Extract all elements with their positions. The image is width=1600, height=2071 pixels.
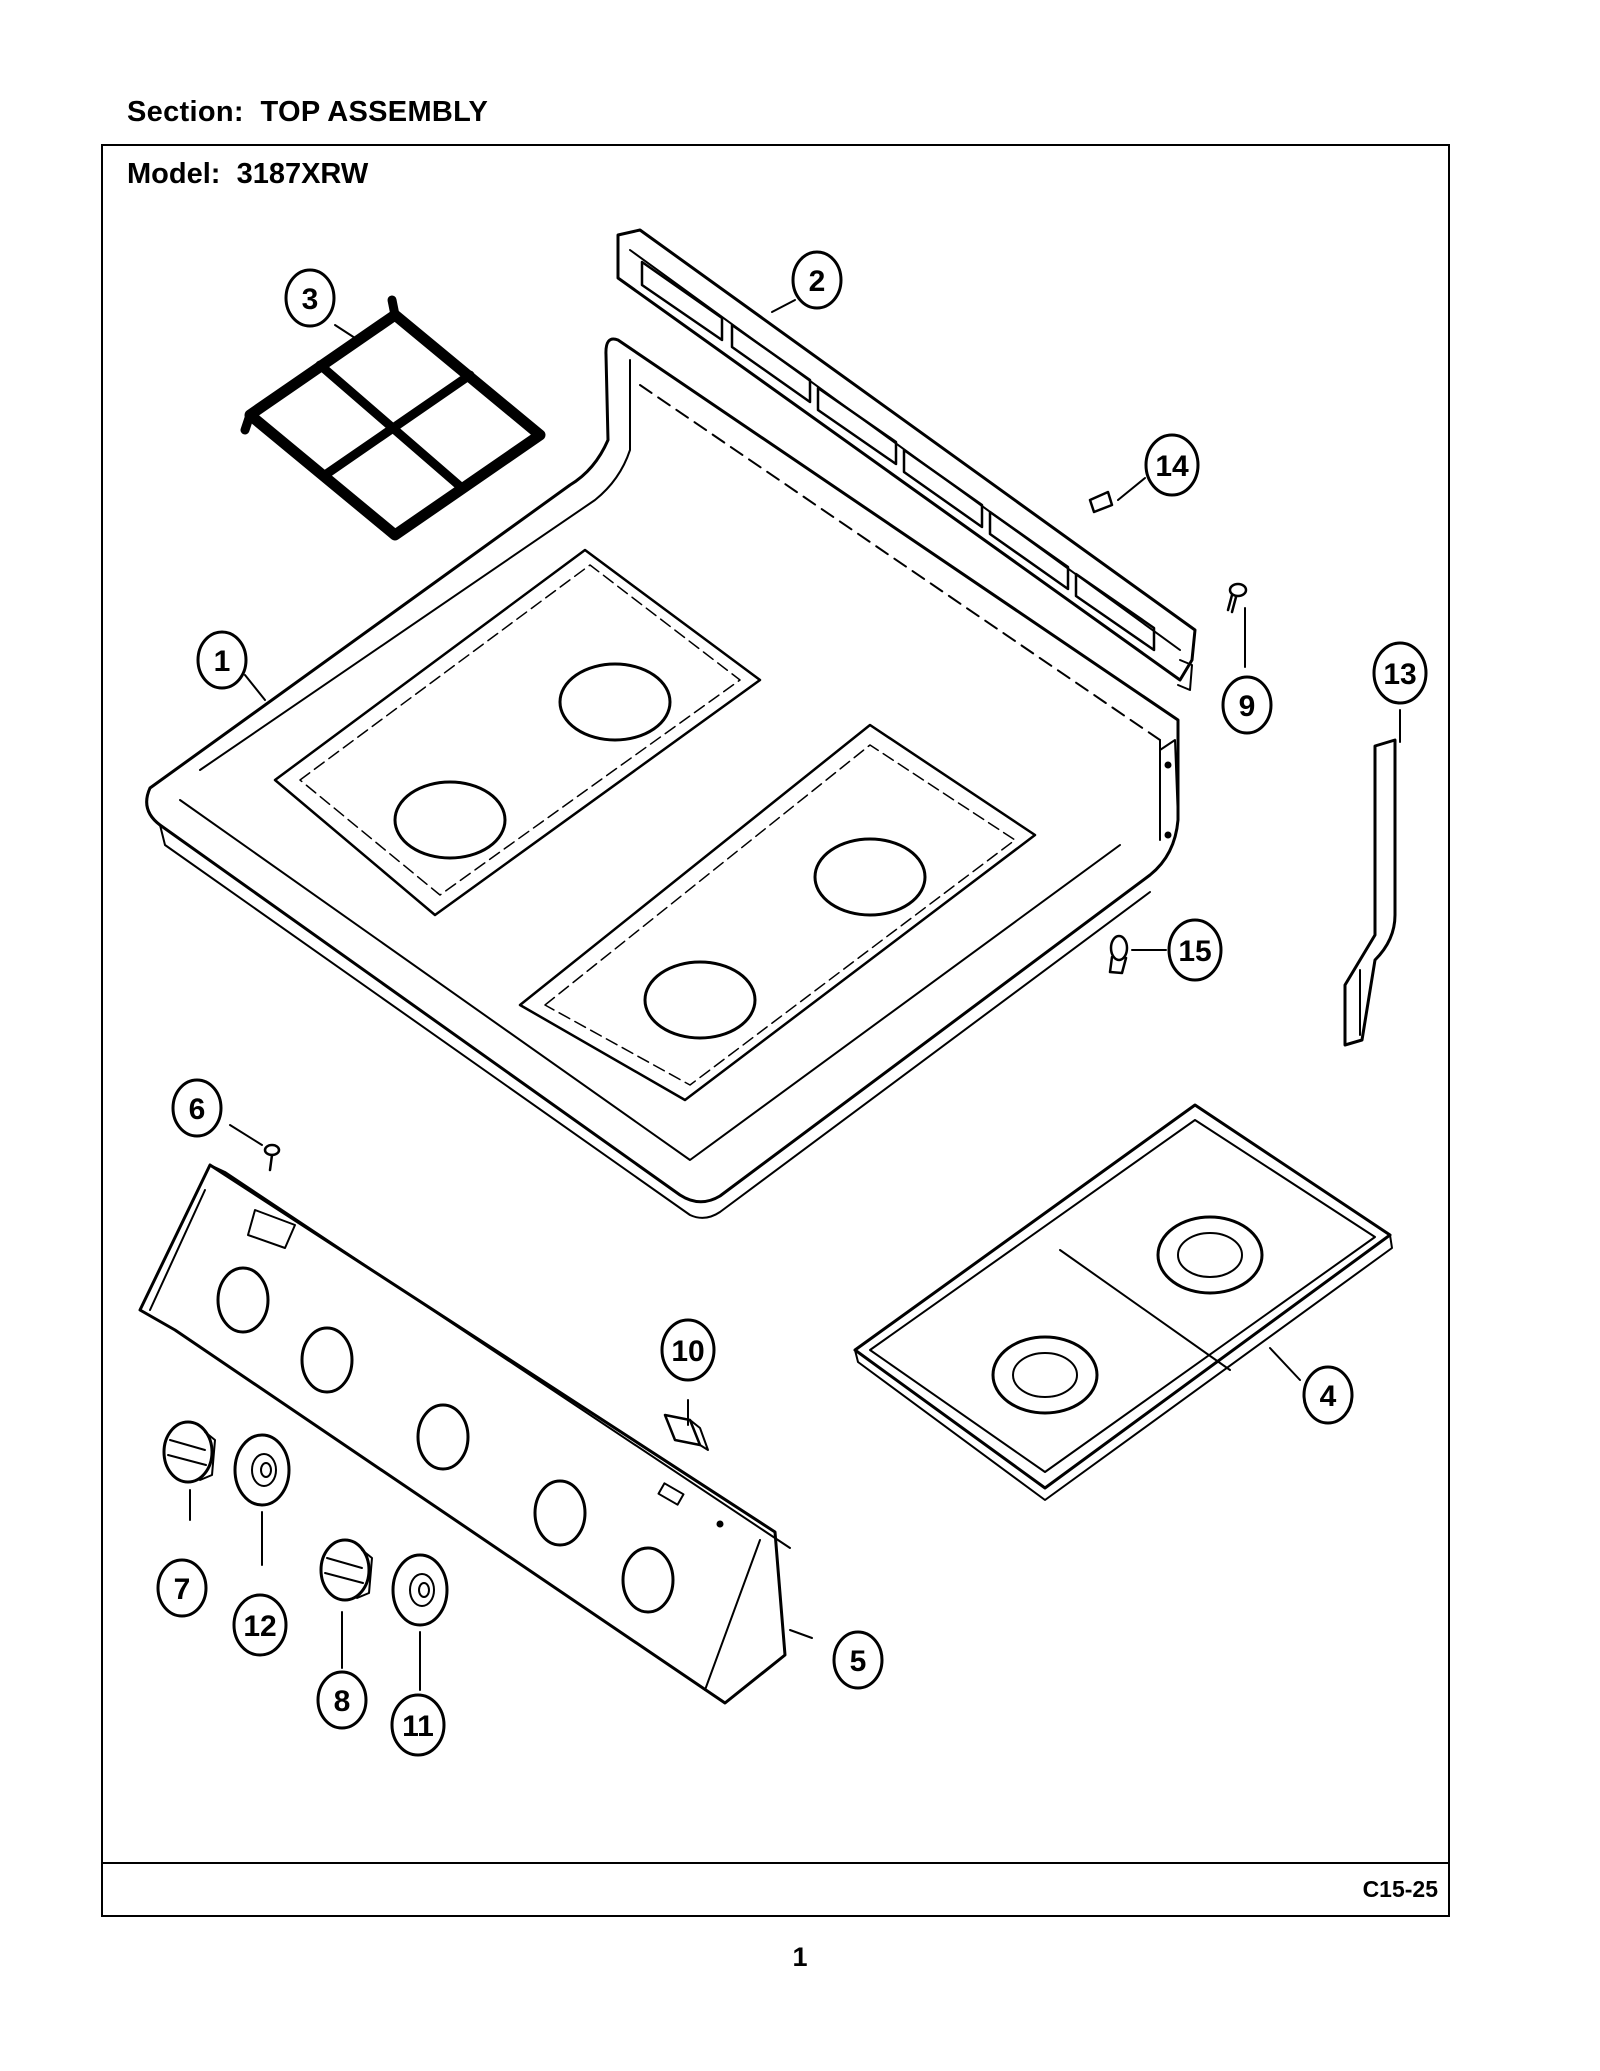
callout-3[interactable]: 3 [284, 268, 336, 328]
leader-lines [189, 299, 1401, 1691]
callout-15[interactable]: 15 [1167, 918, 1223, 982]
part-side-trim[interactable] [1343, 738, 1397, 1047]
model-value: 3187XRW [236, 158, 369, 190]
part-burner-grate[interactable] [240, 295, 546, 541]
section-label: Section: [127, 96, 244, 128]
part-bezel-11[interactable] [391, 1553, 449, 1627]
callout-9-label: 9 [1239, 690, 1256, 723]
callout-7[interactable]: 7 [156, 1558, 208, 1618]
callout-6-label: 6 [189, 1093, 206, 1126]
callout-1[interactable]: 1 [196, 630, 248, 690]
callout-11-label: 11 [402, 1710, 434, 1743]
part-knob-8[interactable] [319, 1538, 373, 1602]
part-switch[interactable] [663, 1413, 709, 1451]
part-control-panel[interactable] [138, 1163, 791, 1705]
callout-13-label: 13 [1383, 658, 1416, 691]
section-value: TOP ASSEMBLY [260, 96, 489, 128]
callout-15-label: 15 [1178, 935, 1211, 968]
callout-14[interactable]: 14 [1144, 433, 1200, 497]
model-title: Model: 3187XRW [127, 158, 368, 191]
callout-8-label: 8 [334, 1685, 351, 1718]
reference-code: C15-25 [1362, 1876, 1438, 1902]
callout-7-label: 7 [174, 1573, 191, 1606]
part-burner-pan[interactable] [853, 1103, 1393, 1501]
part-fastener[interactable] [1108, 934, 1129, 975]
page-number: 1 [792, 1942, 808, 1972]
callout-1-label: 1 [214, 645, 231, 678]
part-clip[interactable] [1088, 490, 1114, 514]
callout-5[interactable]: 5 [832, 1630, 884, 1690]
footer-divider [101, 1862, 1450, 1864]
callout-11[interactable]: 11 [390, 1693, 446, 1757]
callout-9[interactable]: 9 [1221, 675, 1273, 735]
callout-4[interactable]: 4 [1302, 1365, 1354, 1425]
callout-4-label: 4 [1320, 1380, 1337, 1413]
callout-12-label: 12 [243, 1610, 276, 1643]
model-label: Model: [127, 158, 221, 190]
callout-5-label: 5 [850, 1645, 867, 1678]
callout-10[interactable]: 10 [660, 1318, 716, 1382]
section-title: Section: TOP ASSEMBLY [127, 96, 488, 129]
diagram-frame [101, 144, 1450, 1917]
callout-3-label: 3 [302, 283, 319, 316]
callouts: 1 2 3 4 5 6 7 8 [156, 250, 1428, 1757]
callout-2[interactable]: 2 [791, 250, 843, 310]
part-screw-9[interactable] [1226, 582, 1248, 614]
callout-8[interactable]: 8 [316, 1670, 368, 1730]
callout-12[interactable]: 12 [232, 1593, 288, 1657]
part-vent-trim[interactable] [0, 0, 1197, 691]
callout-2-label: 2 [809, 265, 826, 298]
callout-6[interactable]: 6 [171, 1078, 223, 1138]
callout-10-label: 10 [671, 1335, 704, 1368]
part-cooktop[interactable] [145, 337, 1180, 1219]
part-bezel-12[interactable] [233, 1433, 291, 1507]
callout-13[interactable]: 13 [1372, 641, 1428, 705]
part-knob-7[interactable] [162, 1420, 216, 1484]
callout-14-label: 14 [1155, 450, 1189, 483]
part-screw-6[interactable] [263, 1143, 281, 1172]
